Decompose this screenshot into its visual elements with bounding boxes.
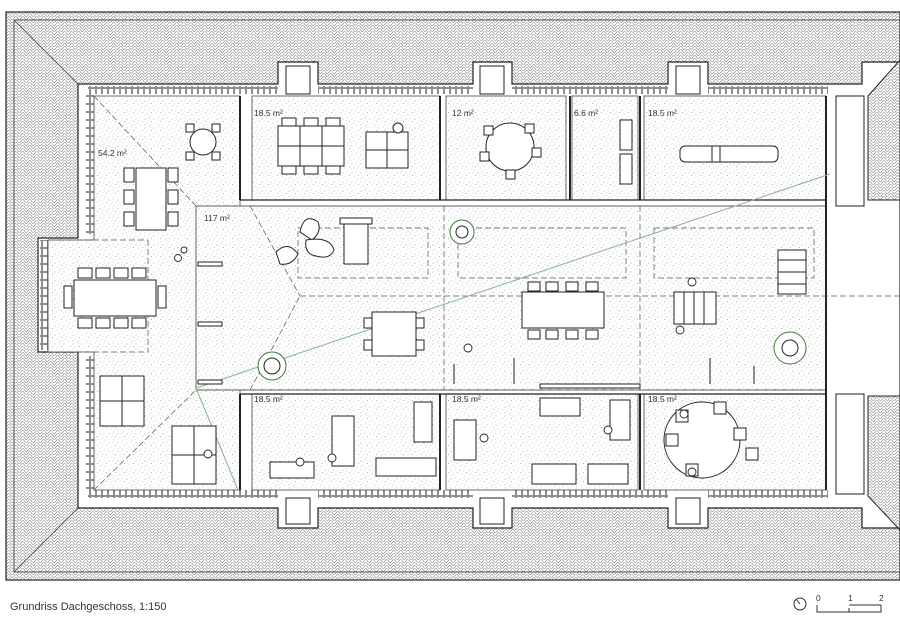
area-label-bottom-3: 18.5 m² <box>648 394 677 404</box>
area-label-wing: 54.2 m² <box>98 148 127 158</box>
area-label-hall: 117 m² <box>204 213 230 223</box>
area-label-top-2: 12 m² <box>452 108 474 118</box>
scale-tick-0: 0 <box>816 593 821 603</box>
adjacent-building <box>835 59 900 531</box>
furniture-bottom <box>269 397 759 485</box>
area-labels: 54.2 m² 18.5 m² 12 m² 6.6 m² 18.5 m² 117… <box>98 108 677 404</box>
scale-tick-2: 2 <box>879 593 884 603</box>
area-label-bottom-2: 18.5 m² <box>452 394 481 404</box>
walls <box>239 96 827 490</box>
scale-line <box>816 605 882 613</box>
plan-caption: Grundriss Dachgeschoss, 1:150 <box>10 601 167 613</box>
area-label-bottom-1: 18.5 m² <box>254 394 283 404</box>
north-arrow-icon <box>793 597 807 611</box>
scale-tick-1: 1 <box>848 593 853 603</box>
people <box>174 246 697 477</box>
plants <box>257 219 807 381</box>
area-label-top-1: 18.5 m² <box>254 108 283 118</box>
area-label-top-3: 6.6 m² <box>574 108 598 118</box>
furniture-hall <box>197 217 807 389</box>
furniture-top <box>277 117 779 185</box>
area-label-top-4: 18.5 m² <box>648 108 677 118</box>
dashed-guides <box>48 95 900 491</box>
floor-areas <box>47 95 827 491</box>
scale-bar: 0 1 2 <box>793 593 884 613</box>
furniture-wing <box>63 123 221 485</box>
